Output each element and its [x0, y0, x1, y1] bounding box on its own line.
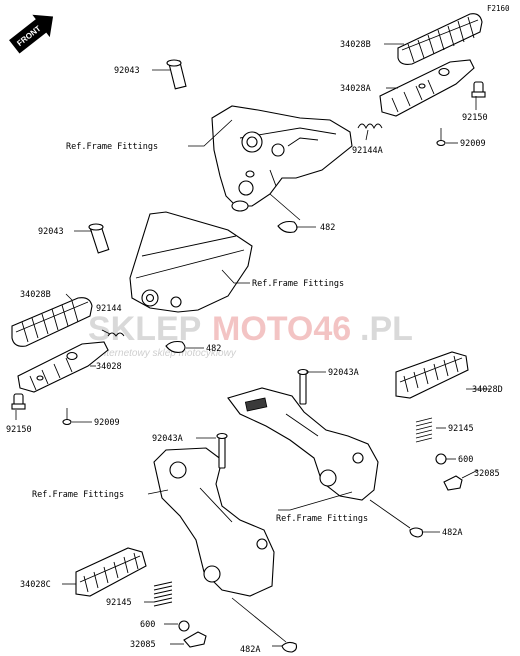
- label-left-clip: 482: [206, 344, 221, 354]
- label-lower-right-detent: 32085: [474, 469, 500, 479]
- label-lower-right-peg: 34028D: [472, 385, 503, 395]
- label-upper-bracket-pin: 92043: [114, 66, 140, 76]
- lower-left-clip-icon: [281, 641, 298, 653]
- label-lower-left-detent: 32085: [130, 640, 156, 650]
- upper-bracket: [211, 105, 353, 212]
- label-lower-right-spring: 92145: [448, 424, 474, 434]
- lower-right-spring-icon: [415, 417, 433, 443]
- lower-left-pin: [216, 432, 228, 469]
- label-upper-right-peg-rubber: 34028B: [340, 40, 371, 50]
- mid-bracket-pin: [88, 223, 110, 254]
- diagram-code: F2160: [487, 4, 510, 13]
- upper-right-peg: [379, 59, 475, 117]
- label-lower-left-clip: 482A: [240, 645, 260, 655]
- upper-clip-icon: [277, 220, 298, 233]
- label-left-screw: 92009: [94, 418, 120, 428]
- upper-right-spring-icon: [357, 123, 383, 130]
- upper-right-bolt: [471, 81, 486, 98]
- left-spring-icon: [107, 332, 125, 337]
- label-lower-left-ball: 600: [140, 620, 155, 630]
- lower-right-pin: [297, 368, 309, 405]
- label-left-peg: 34028: [96, 362, 122, 372]
- lower-right-detent: [443, 475, 463, 491]
- label-mid-ref-frame: Ref.Frame Fittings: [252, 279, 344, 289]
- lower-left-spring-icon: [153, 581, 173, 607]
- label-upper-right-screw: 92009: [460, 139, 486, 149]
- lower-right-bracket: [227, 387, 379, 501]
- lower-left-detent: [183, 631, 207, 648]
- label-lower-left-pin: 92043A: [152, 434, 183, 444]
- lower-right-peg: [395, 351, 469, 399]
- label-left-bolt: 92150: [6, 425, 32, 435]
- lower-left-bracket: [153, 447, 275, 597]
- label-left-peg-rubber: 34028B: [20, 290, 51, 300]
- left-clip-icon: [165, 340, 186, 353]
- left-peg-rubber: [11, 297, 93, 347]
- leader-lines: [15, 43, 490, 647]
- label-lower-right-ball: 600: [458, 455, 473, 465]
- label-lower-right-ref-frame: Ref.Frame Fittings: [276, 514, 368, 524]
- front-arrow-icon: FRONT: [9, 14, 54, 54]
- watermark: SKLEP MOTO46 .PL Internetowy sklep motoc…: [88, 310, 413, 359]
- mid-bracket: [129, 211, 253, 313]
- label-upper-right-bolt: 92150: [462, 113, 488, 123]
- upper-bracket-pin: [166, 59, 187, 90]
- left-screw: [62, 408, 72, 426]
- label-left-spring: 92144: [96, 304, 122, 314]
- left-peg: [17, 341, 109, 393]
- label-lower-left-spring: 92145: [106, 598, 132, 608]
- lower-right-clip-icon: [409, 527, 424, 538]
- watermark-tagline: Internetowy sklep motocyklowy: [98, 348, 237, 359]
- label-lower-right-pin: 92043A: [328, 368, 359, 378]
- lower-left-peg: [75, 547, 147, 597]
- part-labels: 34028B 34028A 92150 92144A 92009 92043 R…: [6, 40, 503, 655]
- watermark-part3: .PL: [360, 310, 413, 348]
- lower-left-ball: [178, 620, 190, 632]
- label-upper-right-spring: 92144A: [352, 146, 383, 156]
- lower-right-ball: [435, 453, 447, 465]
- label-lower-right-clip: 482A: [442, 528, 462, 538]
- label-lower-left-ref-frame: Ref.Frame Fittings: [32, 490, 124, 500]
- label-upper-pin-lower: 92043: [38, 227, 64, 237]
- left-bolt: [11, 393, 26, 410]
- watermark-part1: SKLEP: [88, 310, 201, 348]
- label-lower-left-peg: 34028C: [20, 580, 51, 590]
- watermark-part2: MOTO46: [212, 310, 351, 348]
- upper-right-peg-rubber: [397, 13, 483, 65]
- label-upper-ref-frame: Ref.Frame Fittings: [66, 142, 158, 152]
- upper-right-screw: [436, 128, 446, 147]
- label-upper-clip: 482: [320, 223, 335, 233]
- label-upper-right-peg: 34028A: [340, 84, 371, 94]
